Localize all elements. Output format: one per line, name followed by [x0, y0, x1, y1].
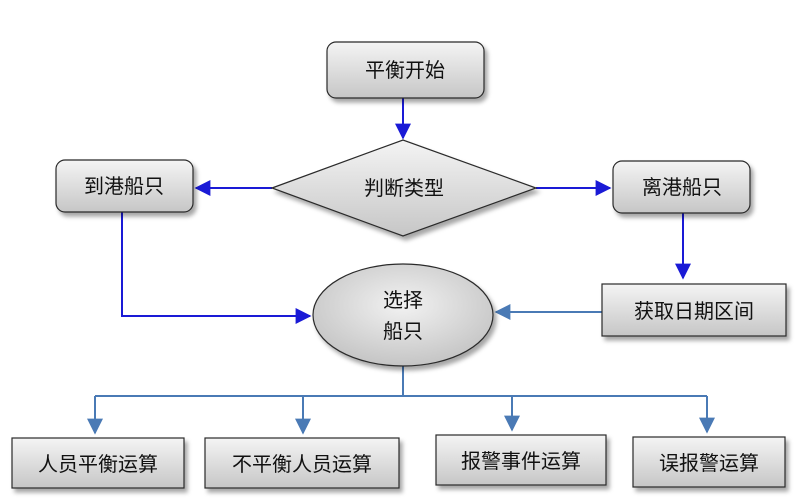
node-depart-label: 离港船只 — [642, 175, 722, 199]
node-date-range: 获取日期区间 — [601, 283, 787, 337]
node-start-label: 平衡开始 — [365, 58, 445, 82]
node-op2-label: 不平衡人员运算 — [232, 452, 372, 476]
node-op3-label: 报警事件运算 — [461, 449, 581, 473]
node-select-label-line2: 船只 — [383, 319, 423, 343]
node-date-range-label: 获取日期区间 — [634, 299, 754, 323]
node-arrive: 到港船只 — [55, 159, 194, 213]
node-op3: 报警事件运算 — [435, 434, 607, 486]
node-op1: 人员平衡运算 — [11, 437, 185, 489]
node-decision-label: 判断类型 — [364, 176, 444, 200]
node-op2: 不平衡人员运算 — [204, 437, 400, 489]
connectors — [87, 98, 715, 435]
node-op4: 误报警运算 — [632, 436, 786, 488]
node-op4-label: 误报警运算 — [659, 451, 759, 475]
node-arrive-label: 到港船只 — [84, 174, 164, 198]
node-op1-label: 人员平衡运算 — [38, 452, 158, 476]
edge-arrive-to-select — [121, 212, 312, 324]
node-start: 平衡开始 — [326, 41, 485, 99]
node-decision: 判断类型 — [270, 139, 538, 237]
node-select-label-line1: 选择 — [383, 288, 423, 312]
node-select: 选择 船只 — [312, 263, 494, 367]
node-depart: 离港船只 — [612, 160, 751, 214]
